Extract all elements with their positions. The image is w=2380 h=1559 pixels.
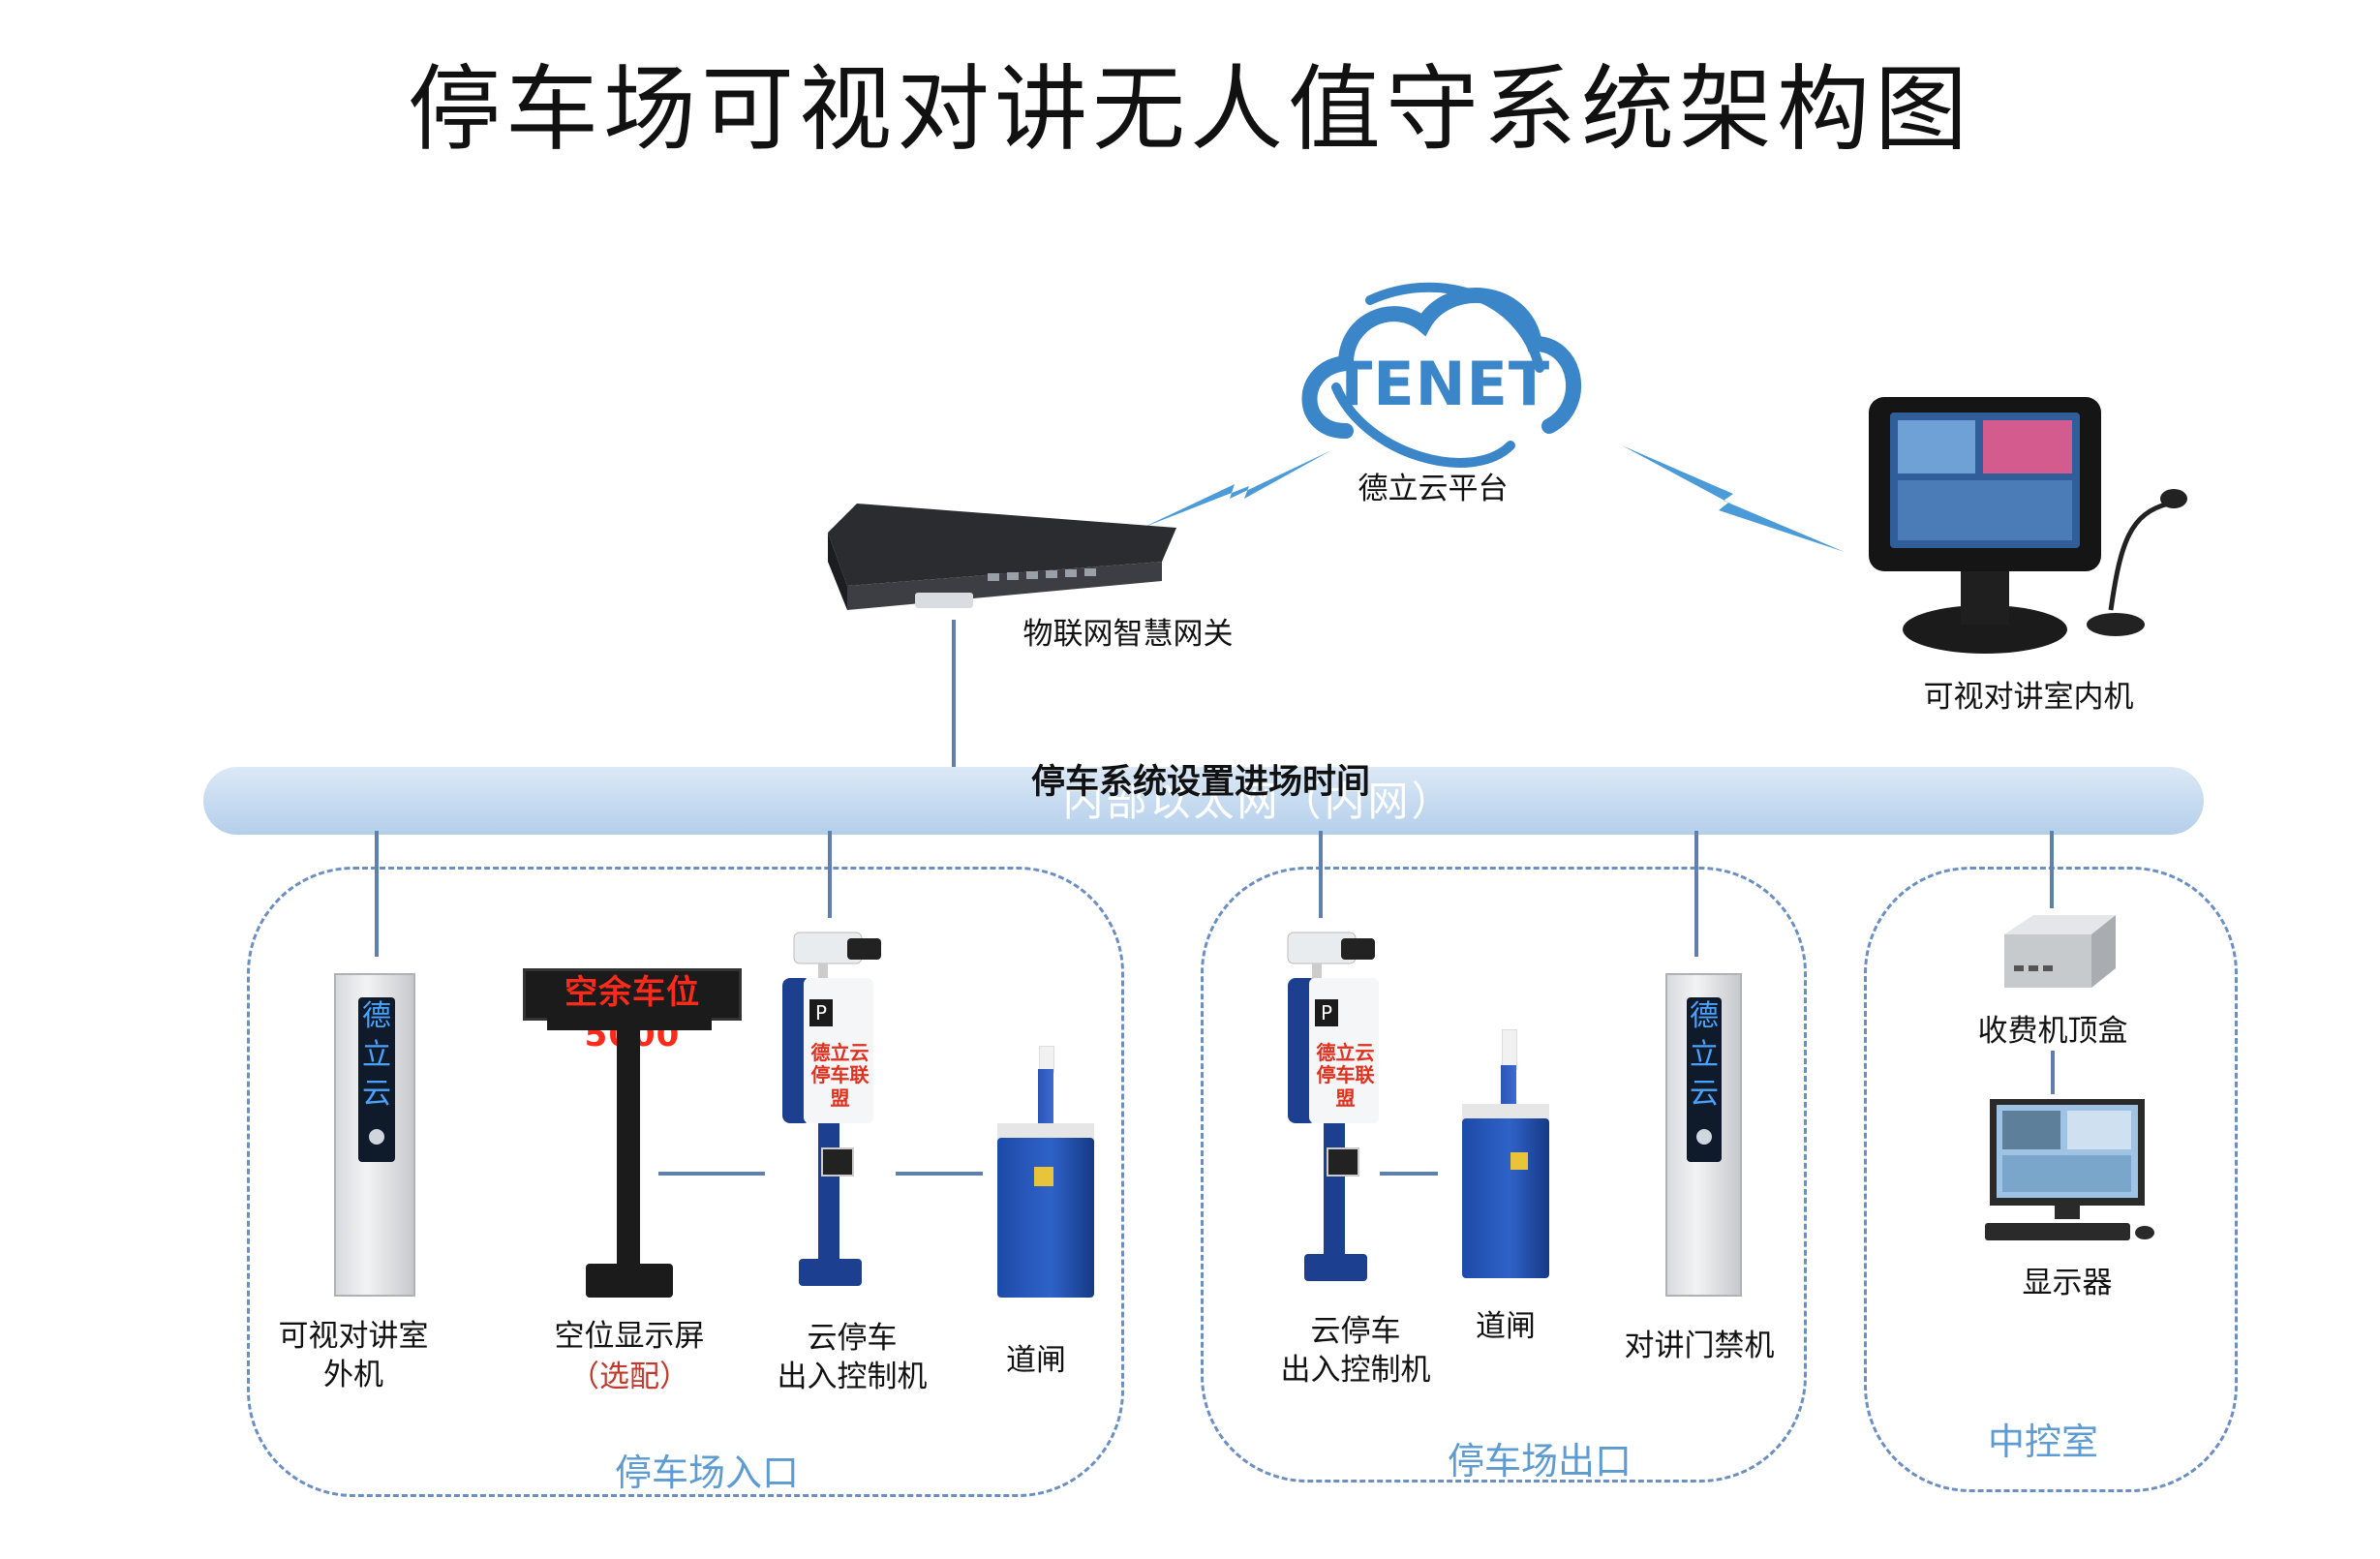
- entrance-controller-screen-line2: 停车联盟: [810, 1063, 870, 1110]
- exit-controller-label-line1: 云停车: [1310, 1314, 1401, 1349]
- entrance-controller-label-line2: 出入控制机: [777, 1360, 928, 1394]
- diagram-title: 停车场可视对讲无人值守系统架构图: [408, 55, 1972, 164]
- access-panel-char-1: 德: [1690, 999, 1719, 1033]
- toll-box-display-link: [2051, 1051, 2055, 1094]
- toll-box-label: 收费机顶盒: [1977, 1014, 2128, 1049]
- exit-barrier-arm: [1501, 1065, 1516, 1109]
- space-display-crossbar: [547, 1017, 712, 1030]
- outdoor-panel-char-3: 云: [362, 1077, 391, 1111]
- gateway-bus-link: [952, 620, 956, 770]
- bus-drop-access: [1694, 831, 1698, 957]
- entrance-zone-label: 停车场入口: [614, 1452, 799, 1494]
- exit-zone-label: 停车场出口: [1447, 1440, 1632, 1483]
- access-control-panel: 德 立 云: [1687, 997, 1722, 1162]
- space-display-optional-note: （选配）: [569, 1360, 689, 1394]
- entrance-controller-label-line1: 云停车: [807, 1321, 898, 1356]
- exit-parking-p-icon: P: [1315, 999, 1338, 1026]
- entrance-barrier-top: [997, 1123, 1094, 1141]
- entrance-controller-pole: [818, 1123, 839, 1273]
- bus-drop-entrance-controller: [828, 831, 832, 918]
- outdoor-unit-label-line2: 外机: [323, 1358, 383, 1392]
- access-control-label: 对讲门禁机: [1624, 1329, 1775, 1363]
- wireless-link-gateway-icon: [1143, 450, 1331, 528]
- exit-controller-pole: [1324, 1123, 1345, 1269]
- entrance-card-reader-icon: [821, 1147, 854, 1177]
- entrance-controller-base: [799, 1259, 862, 1286]
- exit-barrier-link: [1380, 1172, 1438, 1176]
- indoor-unit-label: 可视对讲室内机: [1923, 680, 2134, 715]
- bus-drop-control-room: [2050, 831, 2054, 908]
- exit-barrier-top: [1462, 1104, 1549, 1119]
- exit-barrier-label: 道闸: [1476, 1309, 1536, 1344]
- entrance-controller-screen-line1: 德立云: [810, 1041, 870, 1064]
- ethernet-bus: [203, 767, 2204, 835]
- wireless-link-monitor-icon: [1622, 445, 1845, 552]
- exit-barrier-box: [1462, 1118, 1549, 1278]
- overlay-caption: 停车系统设置进场时间: [1030, 763, 1370, 802]
- entrance-zone: [247, 867, 1124, 1497]
- cloud-icon: [1301, 282, 1581, 468]
- exit-card-reader-icon: [1327, 1147, 1359, 1177]
- cloud-platform-label: 德立云平台: [1358, 472, 1509, 506]
- entrance-camera-icon: [793, 932, 881, 981]
- space-display-base: [586, 1264, 673, 1298]
- exit-barrier-warning-icon: [1510, 1152, 1528, 1170]
- exit-camera-icon: [1287, 932, 1375, 981]
- ethernet-bus-label: 内部以太网（内网）: [1062, 778, 1455, 825]
- exit-controller-base: [1304, 1254, 1367, 1281]
- toll-box-icon: [2004, 915, 2116, 988]
- cloud-logo-text: TENET: [1331, 349, 1551, 419]
- access-panel-char-2: 立: [1690, 1038, 1719, 1072]
- indoor-monitor-icon: [1869, 397, 2187, 654]
- outdoor-panel-char-2: 立: [362, 1038, 391, 1072]
- parking-p-icon: P: [809, 999, 833, 1026]
- entrance-barrier-warning-icon: [1034, 1167, 1053, 1186]
- outdoor-panel-char-1: 德: [362, 999, 391, 1033]
- exit-controller-screen-line2: 停车联盟: [1316, 1063, 1375, 1110]
- display-monitor-icon: [1985, 1099, 2154, 1240]
- access-call-button-icon: [1696, 1129, 1712, 1145]
- entrance-barrier-arm: [1038, 1069, 1053, 1127]
- control-room-zone-label: 中控室: [1987, 1421, 2098, 1463]
- exit-zone: [1201, 867, 1807, 1483]
- entrance-barrier-box: [997, 1138, 1094, 1298]
- space-display-pole: [617, 1026, 640, 1273]
- access-panel-char-3: 云: [1690, 1077, 1719, 1111]
- space-display-link: [658, 1172, 765, 1176]
- outdoor-unit-label-line1: 可视对讲室: [278, 1319, 429, 1354]
- outdoor-unit-panel: 德 立 云: [358, 997, 395, 1162]
- entrance-barrier-label: 道闸: [1006, 1343, 1066, 1378]
- call-button-icon: [369, 1129, 384, 1145]
- exit-barrier-arm-tip: [1502, 1029, 1517, 1070]
- gateway-device-icon: [828, 504, 1176, 610]
- exit-controller-screen-line1: 德立云: [1316, 1041, 1375, 1064]
- gateway-label: 物联网智慧网关: [1022, 617, 1234, 652]
- space-display-label: 空位显示屏: [554, 1319, 705, 1354]
- exit-controller-label-line2: 出入控制机: [1280, 1353, 1431, 1388]
- entrance-barrier-link: [896, 1172, 983, 1176]
- bus-drop-outdoor-unit: [375, 831, 379, 957]
- bus-drop-exit-controller: [1319, 831, 1323, 918]
- display-label: 显示器: [2022, 1266, 2113, 1300]
